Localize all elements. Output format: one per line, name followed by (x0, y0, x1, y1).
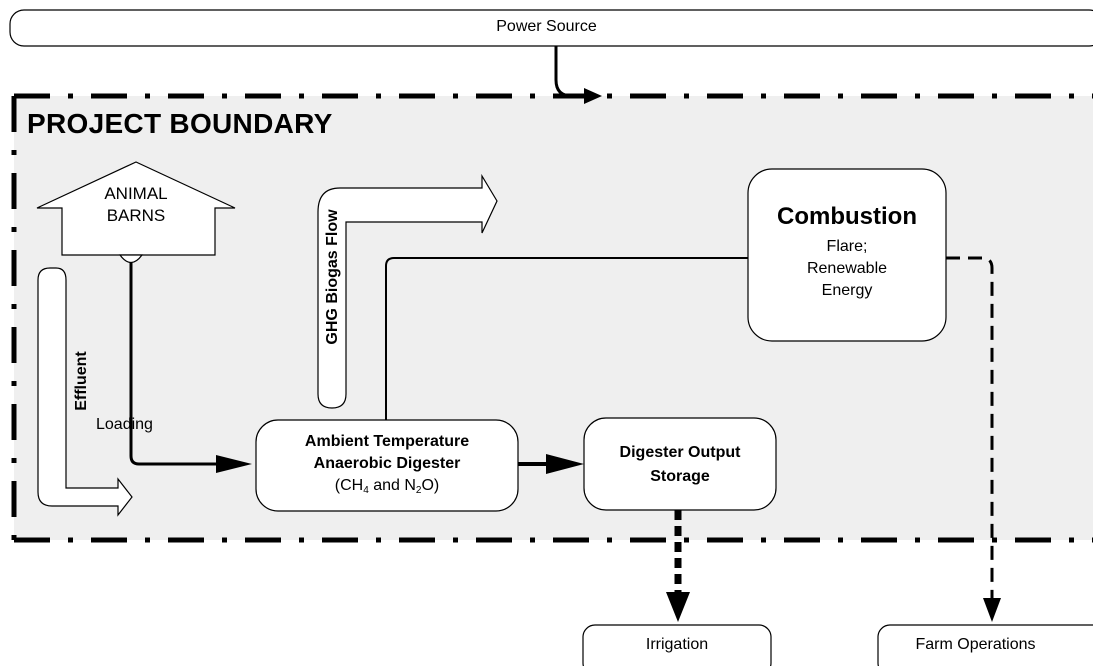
farm-ops-box (877, 624, 1093, 666)
storage-box (583, 417, 777, 511)
loading-label: Loading (96, 416, 153, 433)
digester-line2: Anaerobic Digester (313, 455, 461, 472)
digester-label: Ambient Temperature Anaerobic Digester (… (256, 431, 518, 502)
digester-storage-arrowhead (546, 454, 584, 474)
project-boundary-title: PROJECT BOUNDARY (27, 108, 333, 139)
power-source-label: Power Source (496, 18, 597, 35)
combustion-box (747, 168, 947, 342)
ghg-flow-label: GHG Biogas Flow (324, 209, 341, 345)
barns-line1: ANIMAL (104, 184, 168, 203)
storage-line1: Digester Output (619, 444, 741, 461)
combustion-line3: Energy (821, 282, 873, 299)
ghg-flow-arrow (317, 173, 498, 409)
biogas-line (385, 257, 748, 420)
storage-line2: Storage (650, 468, 710, 485)
combustion-line1: Flare; (826, 238, 868, 255)
combustion-details: Flare; Renewable Energy (748, 236, 946, 302)
barns-label: ANIMAL BARNS (66, 183, 206, 227)
formula-sub1: 4 (363, 485, 369, 496)
farm-operations-label: Farm Operations (915, 636, 1036, 653)
combustion-line2: Renewable (806, 260, 888, 277)
loading-arrowhead (216, 455, 252, 473)
digester-formula: (CH4 and N2O) (256, 475, 518, 502)
effluent-arrow (37, 267, 133, 517)
effluent-label: Effluent (73, 351, 90, 411)
storage-label: Digester Output Storage (586, 441, 774, 489)
irrigation-arrowhead (666, 592, 690, 622)
power-arrowhead (584, 88, 602, 104)
irrigation-box (582, 624, 772, 666)
loading-line (129, 262, 218, 466)
formula-prefix: (CH (334, 477, 364, 494)
digester-line1: Ambient Temperature (304, 433, 470, 450)
barns-house (36, 161, 236, 256)
combustion-title: Combustion (777, 203, 917, 230)
farm-ops-arrowhead (983, 598, 1001, 622)
formula-suffix: O) (421, 477, 440, 494)
digester-box (255, 419, 519, 512)
formula-sub2: 2 (415, 485, 422, 496)
irrigation-label: Irrigation (645, 636, 709, 653)
power-arrow (554, 46, 586, 98)
barns-line2: BARNS (106, 206, 166, 225)
formula-mid: and N (368, 477, 416, 494)
farm-ops-line (946, 256, 994, 600)
